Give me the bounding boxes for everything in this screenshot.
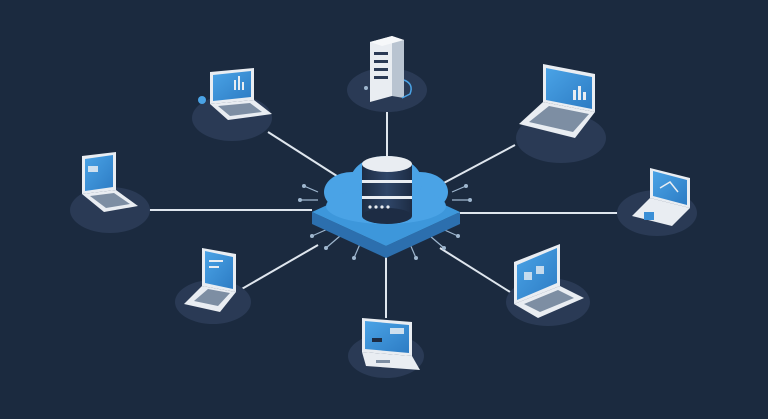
laptop-icon — [632, 168, 690, 226]
laptop-icon — [514, 244, 584, 318]
link-laptop-top-left — [267, 131, 341, 179]
link-laptop-top-right — [439, 144, 516, 186]
circuit-nodes — [298, 184, 472, 260]
connection-links — [148, 112, 628, 318]
laptop-icon — [82, 152, 138, 212]
server-icon — [364, 36, 412, 102]
cloud-database-hub — [298, 156, 472, 260]
laptop-icon — [519, 64, 595, 138]
hub-platform-side — [312, 212, 460, 258]
link-laptop-bottom-left — [239, 244, 319, 291]
laptop-icon — [362, 318, 420, 370]
database-cylinder-icon — [362, 156, 412, 224]
link-laptop-bottom-right — [439, 247, 511, 293]
laptop-icon — [198, 68, 272, 120]
laptop-icon — [184, 248, 236, 312]
